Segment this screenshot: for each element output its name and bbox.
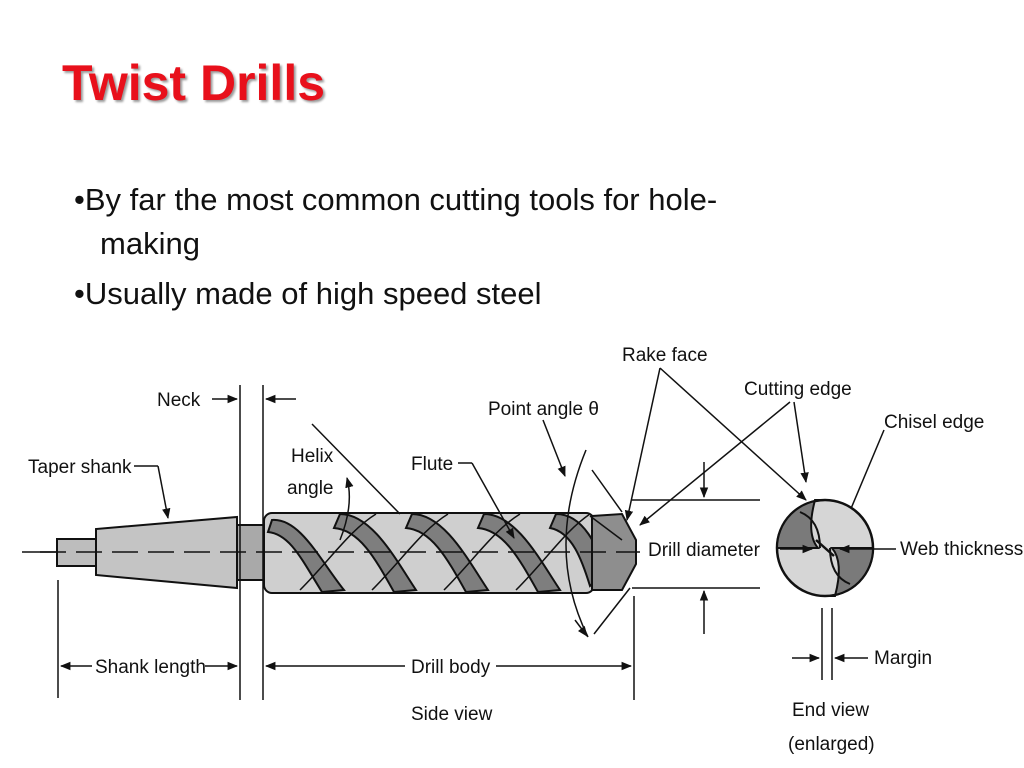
bullet-list: •By far the most common cutting tools fo…: [74, 178, 954, 322]
label-cutting-edge: Cutting edge: [744, 379, 852, 400]
label-point-angle: Point angle θ: [488, 399, 599, 420]
twist-drill-diagram: Neck Taper shank Helix angle Flute Point…: [22, 345, 1023, 755]
bullet-text: By far the most common cutting tools for…: [84, 182, 718, 217]
slide-title: Twist Drills: [62, 55, 326, 111]
label-neck: Neck: [157, 390, 201, 411]
bullet-marker: •: [74, 182, 85, 217]
label-helix-angle-line2: angle: [287, 478, 334, 499]
drill-end-view: [775, 498, 875, 598]
bullet-marker: •: [74, 276, 85, 311]
label-taper-shank: Taper shank: [28, 457, 132, 478]
label-rake-face: Rake face: [622, 345, 708, 366]
bullet-item: •By far the most common cutting tools fo…: [74, 178, 954, 266]
bullet-text: Usually made of high speed steel: [84, 276, 542, 311]
label-drill-diameter: Drill diameter: [648, 540, 761, 561]
label-shank-length: Shank length: [95, 657, 206, 678]
label-side-view: Side view: [411, 704, 493, 725]
drill-side-view: [22, 512, 640, 594]
bullet-text-continued: making: [100, 226, 200, 261]
label-end-view: End view: [792, 700, 869, 721]
label-end-view-enlarged: (enlarged): [788, 734, 875, 755]
label-drill-body: Drill body: [411, 657, 491, 678]
drill-point: [591, 512, 637, 591]
label-helix-angle: Helix: [291, 446, 334, 467]
label-chisel-edge: Chisel edge: [884, 412, 984, 433]
label-margin: Margin: [874, 648, 932, 669]
label-flute: Flute: [411, 454, 453, 475]
label-web-thickness: Web thickness: [900, 539, 1023, 560]
bullet-item: •Usually made of high speed steel: [74, 272, 954, 316]
